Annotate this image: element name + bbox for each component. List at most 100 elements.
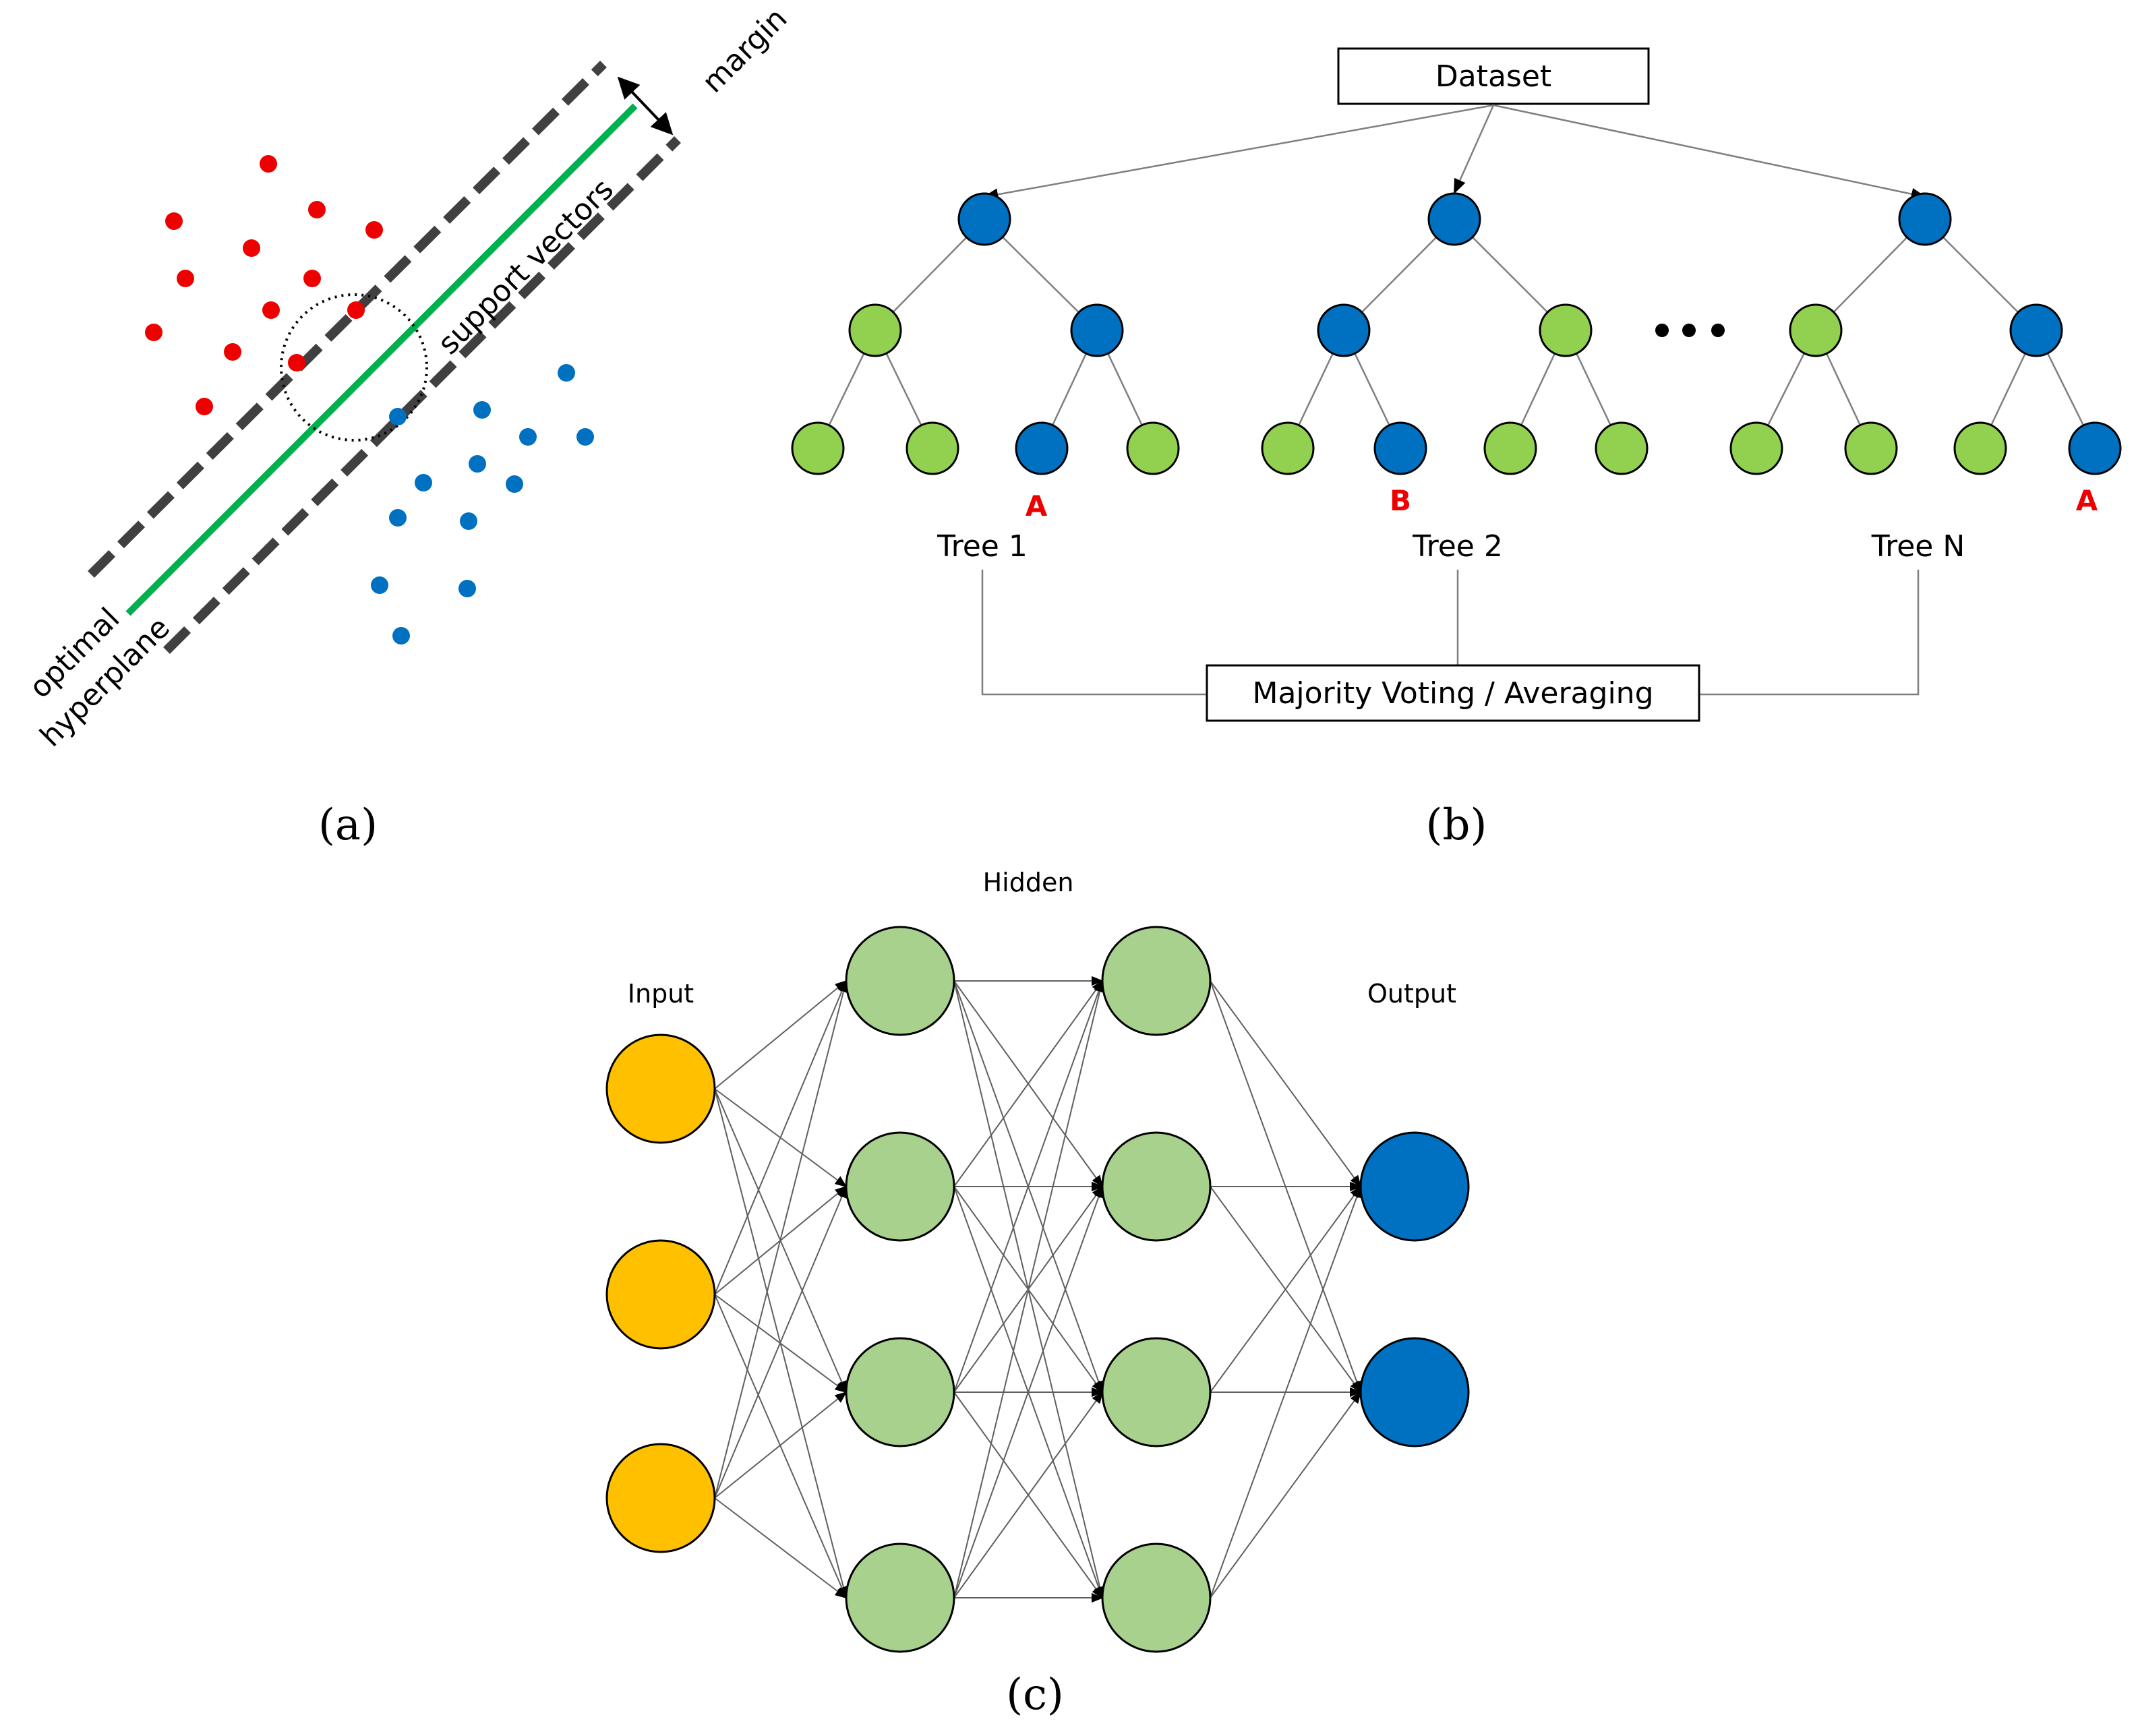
blue-class-point [576,428,594,446]
dataset-to-tree1-arrow [982,104,1494,201]
input-node [605,1034,716,1144]
blue-class-point [473,401,491,419]
nn-connection [1210,1185,1362,1393]
treeN-to-voting-connector [1699,570,1920,696]
tree-internal-node [1070,303,1124,357]
nn-connection [953,980,1104,1393]
tree-leaf-node [1953,421,2007,475]
margin-arrow [617,76,674,136]
tree-internal-node [1789,303,1843,357]
hidden1-node [845,1131,955,1242]
nn-connection [953,980,1104,1187]
nn-connection [1210,1185,1362,1598]
dataset-to-tree2-arrow [1453,104,1495,195]
tree1-label: Tree 1 [937,529,1028,564]
tree-leaf-node [1844,421,1898,475]
optimal-hyperplane-line [125,103,638,616]
nn-connection [714,980,848,1499]
tree-leaf-node [1595,421,1649,475]
blue-class-point [469,455,486,473]
red-class-point [177,270,194,287]
prediction-treeN: A [2076,484,2098,517]
caption-b: (b) [1426,800,1487,850]
red-class-point [196,398,213,415]
nn-connection [953,1391,1104,1598]
ellipsis-dot-1 [1655,324,1669,337]
prediction-tree1: A [1026,489,1048,522]
red-class-point [303,270,321,287]
caption-c: (c) [1006,1670,1064,1720]
red-class-point [260,155,277,173]
hidden2-node [1101,926,1212,1036]
output-layer-label: Output [1367,979,1456,1009]
hidden1-node [845,1543,955,1653]
output-node [1359,1131,1470,1242]
tree-internal-node [1539,303,1593,357]
blue-class-point [371,576,388,594]
tree-leaf-node [2068,421,2122,475]
prediction-tree2: B [1390,484,1411,517]
blue-class-point [389,408,407,425]
blue-class-point [389,509,407,527]
tree-leaf-node [791,421,845,475]
hidden2-node [1101,1543,1212,1653]
voting-label: Majority Voting / Averaging [1252,676,1653,711]
nn-nodes [605,926,1470,1653]
input-node [605,1443,716,1553]
red-class-point [288,354,305,371]
hidden2-node [1101,1131,1212,1242]
support-vector-circle [280,293,428,442]
tree-leaf-node [1015,421,1069,475]
margin-label: margin [696,1,794,100]
tree-root-node [957,192,1011,246]
tree-root-node [1898,192,1952,246]
blue-class-point [392,627,410,645]
hidden-layer-label: Hidden [983,868,1074,897]
upper-margin-line [88,61,607,578]
output-node [1359,1337,1470,1447]
hidden2-node [1101,1337,1212,1447]
tree-root-node [1427,192,1481,246]
nn-connection [714,1391,848,1499]
nn-connection [714,1185,847,1499]
tree2-label: Tree 2 [1412,529,1503,564]
tree-leaf-node [1126,421,1180,475]
blue-class-point [506,475,523,493]
tree-leaf-node [1261,421,1315,475]
blue-class-point [460,512,477,530]
nn-connection [714,1497,848,1599]
blue-class-point [458,580,476,597]
input-node [605,1239,716,1350]
blue-class-point [519,428,537,446]
ellipsis-dot-2 [1682,324,1696,337]
voting-box [1206,664,1700,722]
red-class-point [145,324,162,341]
tree-leaf-node [1373,421,1427,475]
blue-class-point [558,364,575,382]
nn-connection [1210,980,1362,1188]
nn-connection [953,980,1105,1598]
red-class-point [365,221,383,239]
nn-connection [1210,1391,1362,1598]
trees [791,192,2122,475]
caption-a: (a) [318,800,378,850]
tree-internal-node [2009,303,2063,357]
hidden1-node [845,926,955,1036]
tree-internal-node [848,303,902,357]
neural-network-panel: Hidden Input Output (c) [605,868,1470,1720]
red-class-point [243,239,260,257]
dataset-to-treeN-arrow [1493,104,1927,200]
hidden1-node [845,1337,955,1447]
svm-lines [88,61,681,654]
nn-edges [714,976,1362,1603]
treeN-label: Tree N [1871,529,1965,564]
tree1-to-voting-connector [981,570,1207,696]
input-layer-label: Input [628,979,694,1009]
svm-panel: margin support vectors optimal hyperplan… [23,1,794,850]
red-class-point [165,212,183,230]
ellipsis-dot-3 [1711,324,1725,337]
svm-points [145,155,594,645]
tree-leaf-node [906,421,959,475]
blue-class-point [415,474,432,491]
